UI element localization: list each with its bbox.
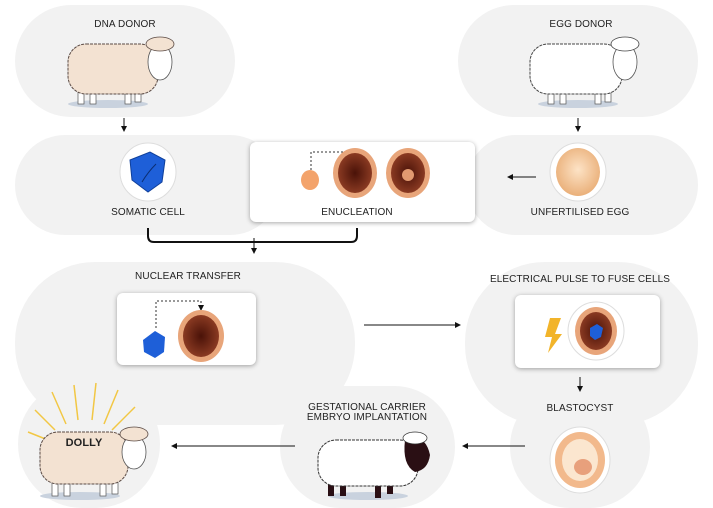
bracket-merge	[147, 228, 358, 243]
nuclear-transfer-icon	[143, 300, 224, 362]
somatic-cell-icon	[119, 142, 177, 202]
unfertilised-egg-label: UNFERTILISED EGG	[530, 207, 630, 218]
egg-donor-sheep-icon	[529, 36, 640, 108]
blastocyst-icon	[549, 426, 611, 494]
enucleation-icon	[301, 148, 430, 198]
dolly-sheep-icon	[27, 382, 149, 500]
somatic-cell-label: SOMATIC CELL	[111, 207, 185, 218]
dna-donor-sheep-icon	[67, 36, 175, 108]
gestational-carrier-label: GESTATIONAL CARRIER	[308, 402, 426, 413]
unfertilised-egg-icon	[549, 142, 607, 202]
electrical-pulse-label: ELECTRICAL PULSE TO FUSE CELLS	[489, 274, 671, 285]
electrical-pulse-icon	[545, 301, 625, 361]
egg-donor-label: EGG DONOR	[549, 19, 613, 30]
blastocyst-label: BLASTOCYST	[546, 403, 614, 414]
dna-donor-label: DNA DONOR	[94, 19, 156, 30]
enucleation-label: ENUCLEATION	[321, 207, 393, 218]
flow-arrows	[121, 118, 583, 449]
nuclear-transfer-label: NUCLEAR TRANSFER	[135, 271, 241, 282]
gestational-carrier-sheep-icon	[317, 431, 430, 500]
embryo-implantation-label: EMBRYO IMPLANTATION	[306, 412, 428, 423]
dolly-label: DOLLY	[65, 437, 103, 449]
